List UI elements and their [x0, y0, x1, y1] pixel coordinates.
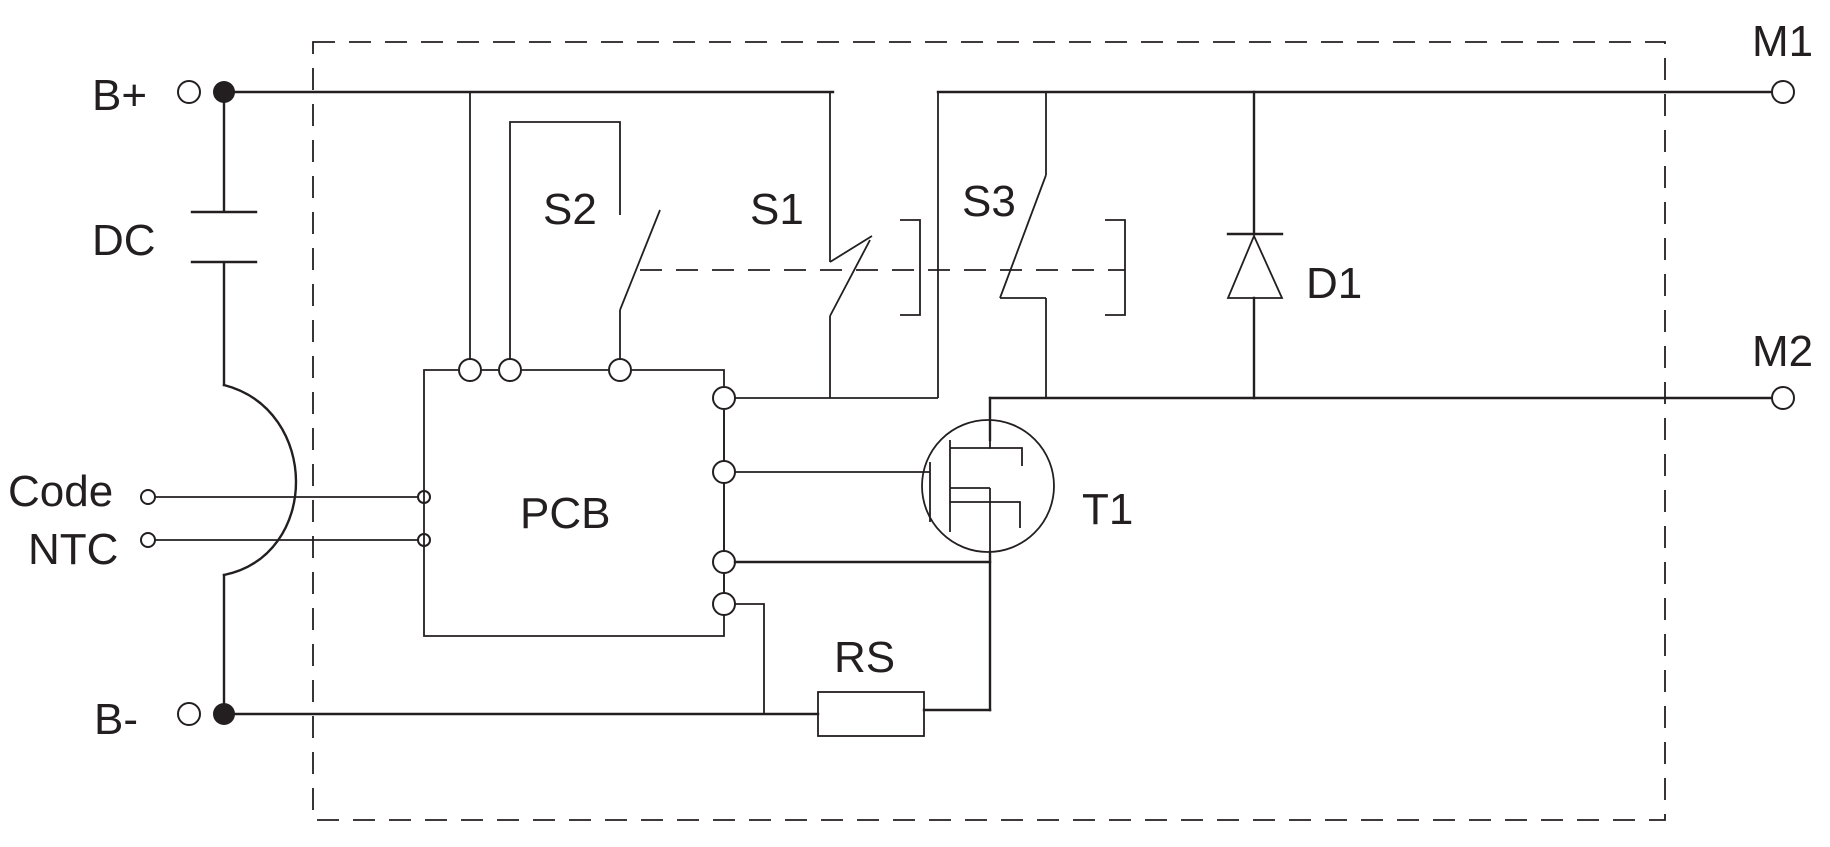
label-m1: M1	[1752, 17, 1813, 66]
module-boundary	[312, 41, 1666, 821]
relay-actuators	[640, 219, 1126, 316]
label-b-plus: B+	[92, 71, 147, 120]
label-s1: S1	[750, 185, 804, 234]
node-b-plus	[213, 81, 235, 103]
label-ntc: NTC	[28, 525, 118, 574]
label-b-minus: B-	[94, 695, 138, 744]
m2-rail	[988, 396, 1774, 442]
switch-s1	[735, 92, 939, 399]
label-s3: S3	[962, 177, 1016, 226]
label-s2: S2	[543, 185, 597, 234]
label-rs: RS	[834, 633, 895, 682]
signal-lines	[140, 489, 431, 548]
diode-d1	[1226, 90, 1284, 400]
label-d1: D1	[1306, 259, 1362, 308]
mosfet-t1	[733, 419, 1055, 712]
b-minus-rail	[222, 708, 992, 716]
dc-capacitor-branch	[190, 90, 298, 716]
terminal-m1	[1771, 80, 1795, 104]
switch-s2	[509, 121, 661, 359]
label-dc: DC	[92, 216, 156, 265]
label-code: Code	[8, 467, 113, 516]
terminal-m2	[1771, 386, 1795, 410]
node-b-minus	[213, 703, 235, 725]
label-pcb: PCB	[520, 489, 610, 538]
terminal-b-minus	[177, 702, 201, 726]
label-m2: M2	[1752, 327, 1813, 376]
cable-arc	[222, 383, 298, 577]
label-t1: T1	[1082, 485, 1133, 534]
pcb-pins	[458, 358, 736, 616]
resistor-rs	[735, 603, 925, 737]
terminal-b-plus	[177, 80, 201, 104]
switch-s3	[999, 92, 1047, 398]
